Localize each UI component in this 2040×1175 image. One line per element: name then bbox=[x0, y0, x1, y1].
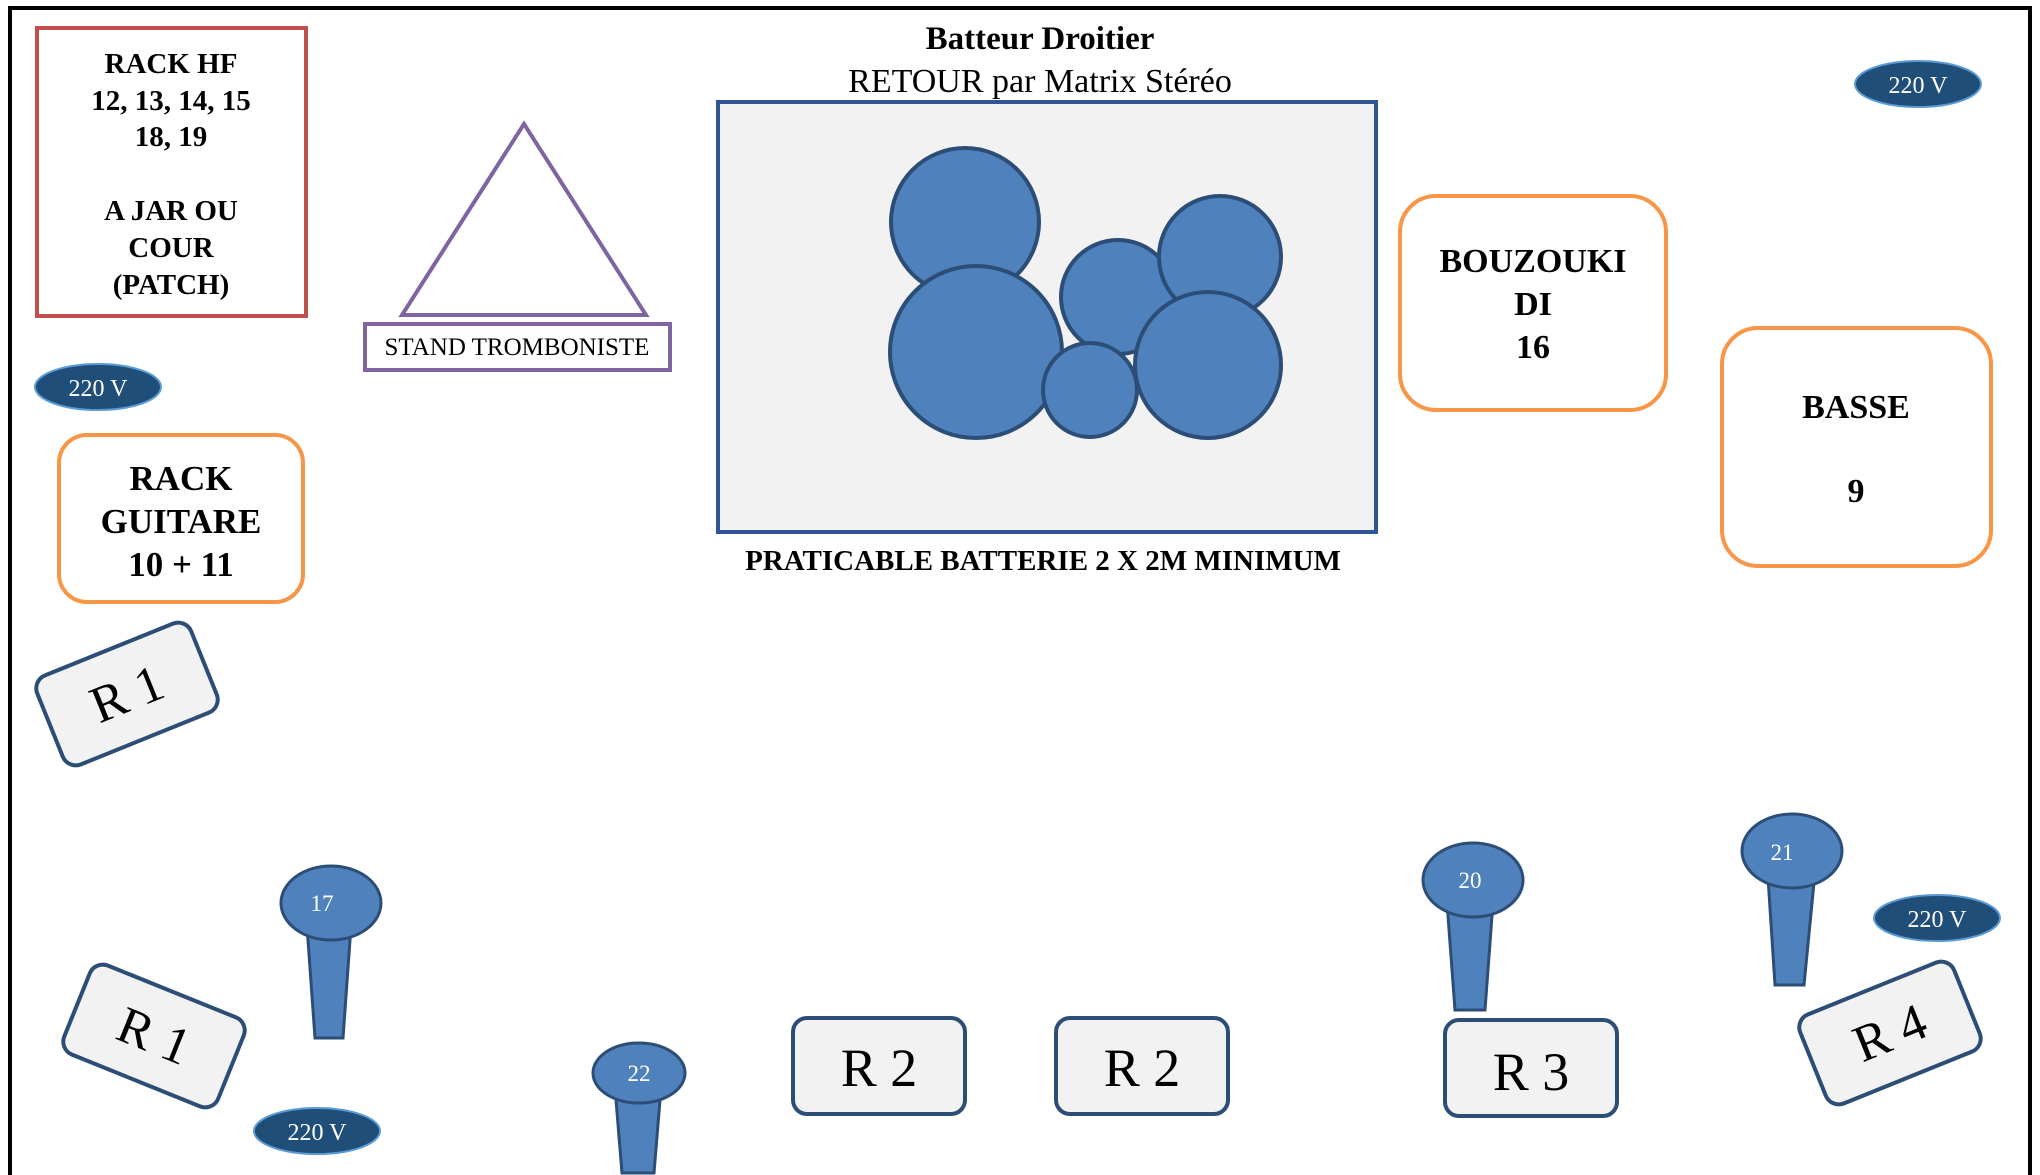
mic-stand-number: 21 bbox=[1771, 840, 1794, 865]
mic-stand-number: 22 bbox=[628, 1061, 651, 1086]
rack-guitare-line: RACK bbox=[129, 459, 232, 498]
page-title: Batteur Droitier bbox=[926, 21, 1155, 57]
basse-line: BASSE bbox=[1802, 389, 1910, 426]
bouzouki-line: DI bbox=[1514, 286, 1552, 323]
power-outlet-label: 220 V bbox=[69, 376, 129, 402]
mic-head bbox=[1421, 841, 1525, 919]
mic-stand: 22 bbox=[591, 1041, 687, 1175]
rack-hf-line: RACK HF bbox=[105, 48, 238, 80]
trombone-stand-label-box bbox=[363, 322, 672, 372]
drum-riser-caption: PRATICABLE BATTERIE 2 X 2M MINIMUM bbox=[745, 545, 1341, 577]
drum-kit-piece bbox=[888, 264, 1064, 440]
rack-hf-box: RACK HF 12, 13, 14, 15 18, 19 A JAR OU C… bbox=[35, 26, 308, 318]
bouzouki-line: BOUZOUKI bbox=[1439, 243, 1626, 280]
trombone-stand-label: STAND TROMBONISTE bbox=[385, 334, 650, 361]
bouzouki-box: BOUZOUKI DI 16 bbox=[1398, 194, 1668, 412]
rack-guitare-line: GUITARE bbox=[101, 502, 262, 541]
power-outlet-label: 220 V bbox=[288, 1120, 348, 1146]
basse-box: BASSE 9 bbox=[1720, 326, 1993, 568]
mic-stand-number: 17 bbox=[311, 891, 334, 916]
power-outlet: 220 V bbox=[253, 1107, 381, 1155]
monitor-wedge: R 2 bbox=[791, 1016, 967, 1116]
monitor-wedge: R 3 bbox=[1443, 1018, 1619, 1118]
power-outlet: 220 V bbox=[34, 363, 162, 411]
rack-hf-line: A JAR OU bbox=[104, 195, 238, 227]
monitor-label: R 2 bbox=[841, 1038, 918, 1098]
power-outlet-label: 220 V bbox=[1908, 907, 1968, 933]
monitor-wedge: R 4 bbox=[1797, 959, 1983, 1107]
mic-head bbox=[591, 1041, 687, 1105]
mic-head bbox=[279, 864, 383, 942]
mic-stand-pole bbox=[614, 1098, 662, 1175]
bouzouki-line: 16 bbox=[1516, 329, 1550, 366]
trombone-stand: STAND TROMBONISTE bbox=[363, 120, 672, 372]
monitor-label: R 2 bbox=[1104, 1038, 1181, 1098]
mic-stand: 21 bbox=[1740, 812, 1844, 987]
rack-hf-line: (PATCH) bbox=[113, 269, 230, 301]
monitor-wedge: R 1 bbox=[61, 962, 247, 1110]
stage-frame bbox=[8, 6, 2032, 1175]
mic-stand-number: 20 bbox=[1459, 868, 1482, 893]
drum-riser: PRATICABLE BATTERIE 2 X 2M MINIMUM bbox=[716, 100, 1378, 577]
mic-stand: 17 bbox=[279, 864, 383, 1040]
trombone-stand-triangle bbox=[398, 120, 650, 317]
monitor-wedge: R 1 bbox=[34, 620, 220, 768]
rack-hf-line: COUR bbox=[128, 232, 214, 264]
monitor-label: R 3 bbox=[1493, 1042, 1570, 1102]
rack-guitare-line: 10 + 11 bbox=[128, 545, 234, 584]
power-outlet: 220 V bbox=[1873, 894, 2001, 942]
power-outlet: 220 V bbox=[1854, 60, 1982, 108]
mic-head bbox=[1740, 812, 1844, 890]
drum-kit-piece bbox=[1041, 341, 1139, 439]
rack-hf-line: 12, 13, 14, 15 bbox=[91, 85, 251, 117]
basse-line: 9 bbox=[1848, 473, 1865, 510]
drum-kit-piece bbox=[1133, 290, 1283, 440]
page-subtitle: RETOUR par Matrix Stéréo bbox=[848, 63, 1232, 100]
mic-stand: 20 bbox=[1421, 841, 1525, 1012]
monitor-wedge: R 2 bbox=[1054, 1016, 1230, 1116]
rack-guitare-box: RACK GUITARE 10 + 11 bbox=[57, 433, 305, 604]
power-outlet-label: 220 V bbox=[1889, 73, 1949, 99]
rack-hf-line: 18, 19 bbox=[135, 121, 208, 153]
